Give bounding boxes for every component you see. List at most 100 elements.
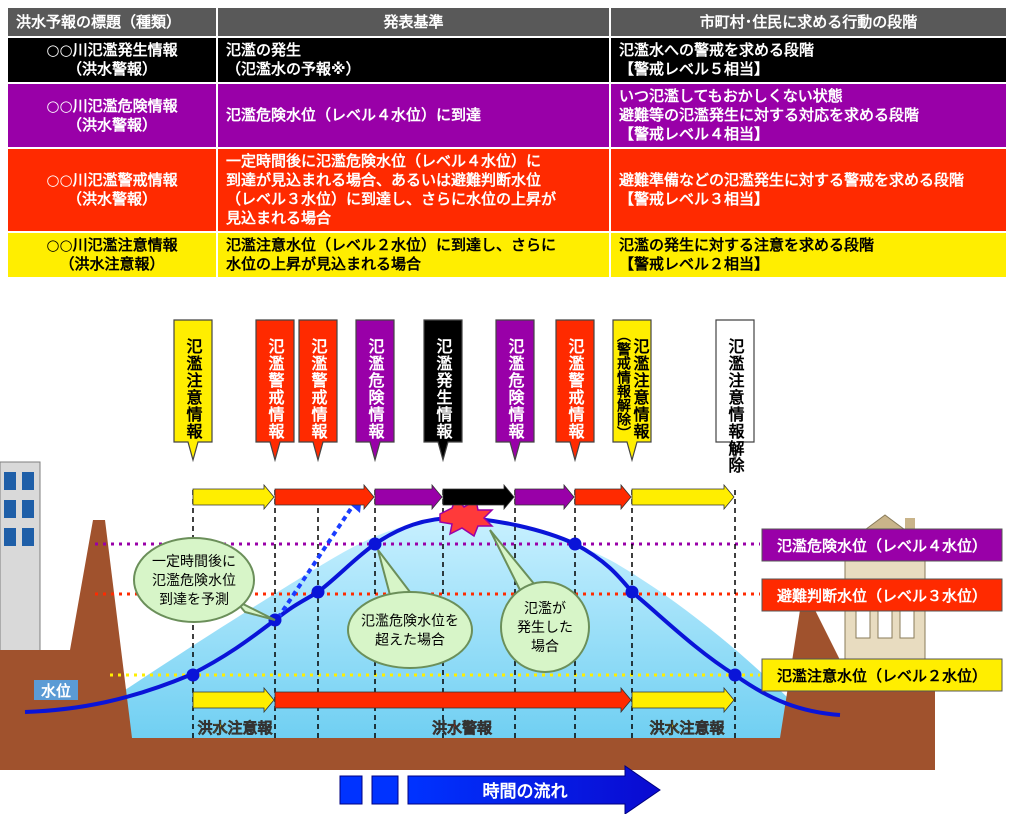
table-row: ○○川氾濫警戒情報（洪水警報） 一定時間後に氾濫危険水位（レベル４水位）に到達が見… — [6, 147, 1008, 233]
level-label-bg — [761, 528, 1003, 562]
row-title-line: ○○川氾濫注意情報 — [46, 236, 178, 254]
top-arrow — [631, 483, 735, 511]
row-action: 氾濫の発生に対する注意を求める段階【警戒レベル２相当】 — [609, 231, 1008, 279]
header-title-type: 洪水予報の標題（種類） — [6, 6, 218, 38]
top-phase-arrows — [192, 483, 735, 511]
water-level-curve — [24, 515, 841, 717]
flood-forecast-table: 洪水予報の標題（種類） 発表基準 市町村･住民に求める行動の段階 ○○川氾濫発生… — [6, 6, 1008, 279]
announcement-banner: 氾濫警戒情報 — [298, 319, 338, 463]
phase-label: 洪水注意報 — [649, 719, 726, 738]
row-action: 避難準備などの氾濫発生に対する警戒を求める段階【警戒レベル３相当】 — [609, 147, 1008, 233]
banner-shape — [495, 319, 535, 463]
row-title-line: （洪水警報） — [66, 115, 157, 134]
row-action-line: 【警戒レベル２相当】 — [619, 255, 770, 273]
top-arrow — [514, 483, 575, 511]
banner-shape — [715, 319, 755, 463]
banner-subtext: （警戒情報解除） — [615, 328, 632, 440]
row-action-line: 氾濫水への警戒を求める段階 — [619, 41, 815, 59]
row-criteria-line: 一定時間後に氾濫危険水位（レベル４水位）に — [226, 152, 542, 170]
row-criteria-line: 到達が見込まれる場合、あるいは避難判断水位 — [226, 171, 542, 189]
row-criteria: 氾濫の発生（氾濫水の予報※） — [216, 36, 611, 84]
row-action-line: 【警戒レベル４相当】 — [619, 125, 770, 143]
row-action-line: 避難準備などの氾濫発生に対する警戒を求める段階 — [619, 171, 965, 189]
curve-point — [728, 668, 742, 682]
table-row: ○○川氾濫注意情報（洪水注意報）氾濫注意水位（レベル２水位）に到達し、さらに水位… — [6, 231, 1008, 279]
phase-label: 洪水警報 — [432, 719, 494, 738]
row-action-line: いつ氾濫してもおかしくない状態 — [619, 87, 843, 105]
level-label: 避難判断水位（レベル３水位） — [761, 578, 1003, 612]
row-action: 氾濫水への警戒を求める段階【警戒レベル５相当】 — [609, 36, 1008, 84]
row-title-line: ○○川氾濫警戒情報 — [46, 171, 178, 189]
level-labels: 氾濫危険水位（レベル４水位） 避難判断水位（レベル３水位） 氾濫注意水位（レベル２水… — [761, 528, 1003, 692]
level-label: 氾濫危険水位（レベル４水位） — [761, 528, 1003, 562]
table-header-row: 洪水予報の標題（種類） 発表基準 市町村･住民に求める行動の段階 — [6, 6, 1008, 38]
row-title-line: ○○川氾濫発生情報 — [46, 41, 178, 59]
time-flow-label: 時間の流れ — [483, 781, 568, 802]
phase-label-text: 洪水警報 — [432, 719, 493, 737]
row-action-line: 氾濫の発生に対する注意を求める段階 — [619, 236, 875, 254]
left-building — [0, 461, 41, 653]
curve-point — [625, 585, 639, 599]
row-title-line: ○○川氾濫危険情報 — [46, 96, 178, 115]
announcement-banner: 氾濫注意情報解除 — [715, 319, 755, 474]
phase-label: 洪水注意報 — [197, 719, 274, 738]
row-title: ○○川氾濫警戒情報（洪水警報） — [6, 147, 218, 233]
banner-shape — [355, 319, 395, 463]
levee-ground — [0, 520, 935, 770]
row-title: ○○川氾濫発生情報（洪水警報） — [6, 36, 218, 84]
banner-text: 氾濫危険情報 — [506, 337, 525, 440]
bubble-text: 超えた場合 — [375, 633, 445, 649]
announcement-banner: 氾濫危険情報 — [495, 319, 535, 463]
row-criteria-line: 氾濫危険水位（レベル４水位）に到達 — [226, 106, 482, 124]
curve-point — [311, 585, 325, 599]
level-label-bg — [761, 658, 1003, 692]
banner-shape — [612, 319, 652, 463]
table-row: ○○川氾濫危険情報（洪水警報） 氾濫危険水位（レベル４水位）に到達 いつ氾濫してもお… — [6, 82, 1008, 149]
bubble-text: 到達を予測 — [159, 592, 229, 608]
banner-shape — [298, 319, 338, 463]
phase-labels: 洪水注意報 洪水警報 洪水注意報 — [197, 719, 726, 738]
row-title-line: （洪水警報） — [66, 60, 157, 78]
announcement-banner: 氾濫発生情報 — [423, 319, 463, 463]
row-title: ○○川氾濫注意情報（洪水注意報） — [6, 231, 218, 279]
level-label-bg — [761, 578, 1003, 612]
banner-text: 氾濫注意情報 — [631, 337, 650, 440]
bubble-text: 発生した — [517, 620, 573, 636]
bubble-text: 氾濫危険水位 — [152, 573, 236, 589]
announcement-banner: 氾濫注意情報（警戒情報解除） — [612, 319, 652, 463]
header-action: 市町村･住民に求める行動の段階 — [609, 6, 1008, 38]
banner-text: 氾濫警戒情報 — [266, 337, 286, 440]
time-flow-arrow: 時間の流れ — [339, 765, 661, 814]
curve-point — [568, 537, 582, 551]
announcement-banners: 氾濫注意情報氾濫警戒情報氾濫警戒情報氾濫危険情報氾濫発生情報氾濫危険情報氾濫警戒… — [173, 319, 755, 474]
row-title: ○○川氾濫危険情報（洪水警報） — [6, 82, 218, 149]
bubble-text: 一定時間後に — [152, 554, 236, 570]
row-criteria-line: 水位の上昇が見込まれる場合 — [226, 255, 422, 273]
row-criteria-line: 見込まれる場合 — [226, 209, 332, 227]
banner-text: 氾濫警戒情報 — [309, 337, 329, 440]
row-criteria-line: （氾濫水の予報※） — [226, 60, 361, 78]
bottom-arrow — [631, 686, 735, 714]
bubble-text: 場合 — [531, 639, 559, 655]
banner-shape — [173, 319, 213, 463]
bubble-shape — [347, 591, 473, 669]
row-criteria-line: 氾濫の発生 — [226, 41, 302, 59]
banner-text: 氾濫発生情報 — [434, 337, 454, 440]
row-action: いつ氾濫してもおかしくない状態避難等の氾濫発生に対する対応を求める段階【警戒レベ… — [609, 82, 1008, 149]
phase-label-text: 洪水注意報 — [197, 719, 273, 737]
bubble-shape — [500, 581, 590, 673]
row-title-line: （洪水警報） — [66, 190, 157, 208]
row-criteria-line: （レベル３水位）に到達し、さらに水位の上昇が — [226, 190, 557, 208]
banner-shape — [555, 319, 595, 463]
banner-shape — [423, 319, 463, 463]
prediction-arrow — [276, 505, 354, 620]
water-label: 水位 — [41, 682, 71, 700]
level-label-text: 氾濫注意水位（レベル２水位） — [777, 667, 987, 685]
curve-point — [186, 668, 200, 682]
top-arrow — [274, 483, 375, 511]
bubble-text: 氾濫が — [524, 601, 566, 617]
